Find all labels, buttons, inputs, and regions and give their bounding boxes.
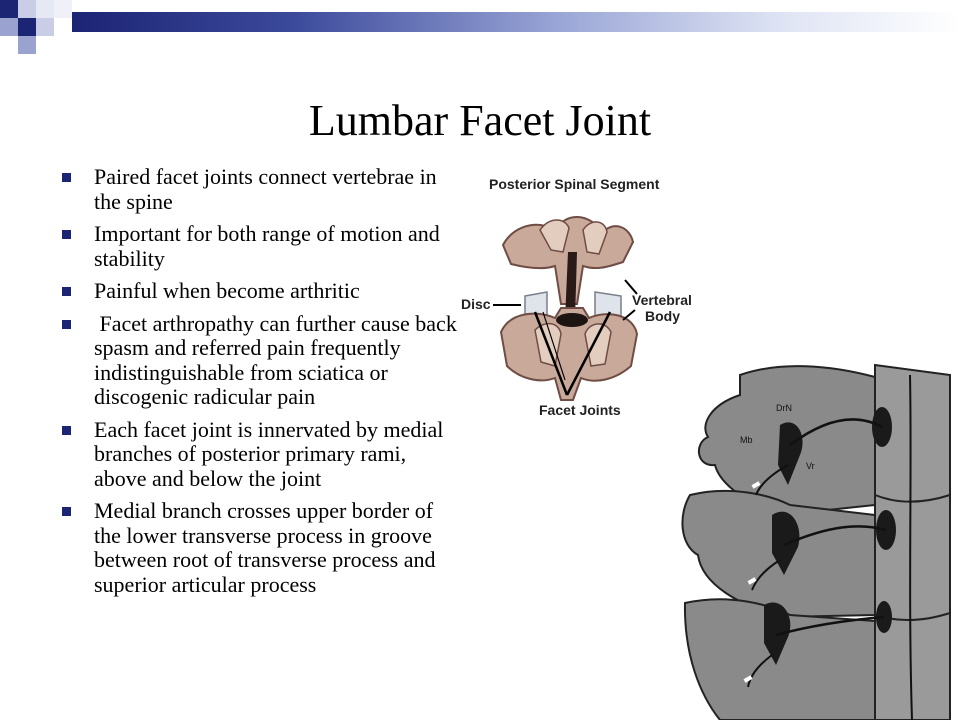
- square-bullet-icon: [62, 173, 71, 182]
- decor-square: [36, 0, 54, 18]
- vertebral-label: Vertebral: [632, 292, 692, 308]
- medial-branch-nerve-figure: DrN Mb Vr: [660, 355, 960, 721]
- square-bullet-icon: [62, 425, 71, 435]
- decor-square: [18, 36, 36, 54]
- decor-square: [18, 18, 36, 36]
- square-bullet-icon: [62, 230, 71, 239]
- vertebrae-illustration: [493, 216, 639, 401]
- slide-header-decoration: [0, 0, 960, 60]
- decor-square: [0, 18, 18, 36]
- facet-joints-label: Facet Joints: [539, 402, 621, 418]
- decor-square: [54, 0, 72, 18]
- decor-square: [0, 0, 18, 18]
- bullet-list: Paired facet joints connect vertebrae in…: [60, 164, 460, 605]
- posterior-spinal-segment-figure: Posterior Spinal Segment Disc Vertebral …: [455, 170, 695, 420]
- decor-square: [18, 0, 36, 18]
- nerve-label-vr: Vr: [806, 461, 815, 471]
- figure-heading: Posterior Spinal Segment: [489, 176, 660, 192]
- body-label: Body: [645, 308, 680, 324]
- bullet-item: Each facet joint is innervated by medial…: [60, 417, 460, 492]
- slide-title: Lumbar Facet Joint: [308, 96, 652, 145]
- square-bullet-icon: [62, 287, 71, 296]
- square-bullet-icon: [62, 507, 71, 516]
- nerve-label-drn: DrN: [776, 403, 792, 413]
- bullet-item: Facet arthropathy can further cause back…: [60, 311, 460, 410]
- nerve-label-mb: Mb: [740, 435, 753, 445]
- bullet-item: Paired facet joints connect vertebrae in…: [60, 164, 460, 214]
- bullet-item: Medial branch crosses upper border of th…: [60, 498, 460, 597]
- nerve-illustration: [660, 355, 960, 721]
- decor-square: [36, 18, 54, 36]
- header-gradient-bar: [72, 12, 960, 32]
- disc-label: Disc: [461, 296, 491, 312]
- square-bullet-icon: [62, 319, 71, 329]
- bullet-item: Painful when become arthritic: [60, 278, 460, 304]
- bullet-item: Important for both range of motion and s…: [60, 221, 460, 271]
